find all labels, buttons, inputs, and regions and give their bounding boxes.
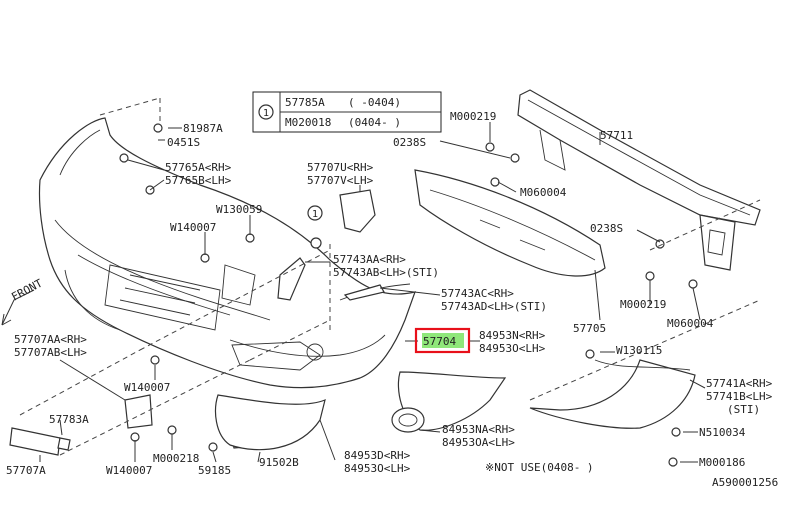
label-n510034[interactable]: N510034 [699, 426, 746, 439]
label-81987a[interactable]: 81987A [183, 122, 223, 135]
label-57705[interactable]: 57705 [573, 322, 606, 335]
label-sti: (STI) [727, 403, 760, 416]
label-57743ad[interactable]: 57743AD<LH>(STI) [441, 300, 547, 313]
part-labels: 81987A 0451S 57765A<RH> 57765B<LH> W1300… [6, 110, 778, 489]
label-57743ac[interactable]: 57743AC<RH> [441, 287, 514, 300]
circle-marker: 1 [312, 209, 318, 220]
label-84953oa[interactable]: 84953OA<LH> [442, 436, 515, 449]
callout-table: 1 57785A ( -0404) M020018 (0404- ) [252, 91, 442, 133]
label-57707a[interactable]: 57707A [6, 464, 46, 477]
label-m000186[interactable]: M000186 [699, 456, 745, 469]
label-57783a[interactable]: 57783A [49, 413, 89, 426]
label-w140007-bottom[interactable]: W140007 [106, 464, 152, 477]
label-84953o-lh[interactable]: 84953O<LH> [344, 462, 411, 475]
highlight-fill [422, 333, 464, 348]
label-w130059[interactable]: W130059 [216, 203, 262, 216]
callout-row1-range: ( -0404) [348, 96, 401, 109]
highlight-box[interactable] [414, 327, 471, 354]
label-57707ab[interactable]: 57707AB<LH> [14, 346, 87, 359]
label-front: FRONT [9, 276, 45, 303]
label-w140007-mid[interactable]: W140007 [124, 381, 170, 394]
label-57707u[interactable]: 57707U<RH> [307, 161, 374, 174]
label-57711[interactable]: 57711 [600, 129, 633, 142]
label-57704[interactable]: 57704 [423, 335, 456, 348]
callout-marker: 1 [263, 108, 269, 119]
label-84953o[interactable]: 84953O<LH> [479, 342, 546, 355]
label-w130115[interactable]: W130115 [616, 344, 662, 357]
label-m060004-right[interactable]: M060004 [667, 317, 714, 330]
label-m000218[interactable]: M000218 [153, 452, 199, 465]
label-91502b[interactable]: 91502B [259, 456, 299, 469]
label-57743aa[interactable]: 57743AA<RH> [333, 253, 406, 266]
label-57765b[interactable]: 57765B<LH> [165, 174, 232, 187]
label-57741b[interactable]: 57741B<LH> [706, 390, 773, 403]
label-m000219-right[interactable]: M000219 [620, 298, 666, 311]
label-57707v[interactable]: 57707V<LH> [307, 174, 374, 187]
leader-lines [19, 97, 761, 463]
circled-markers: 1 [307, 205, 323, 221]
label-code: A590001256 [712, 476, 778, 489]
energy-absorber [414, 169, 606, 277]
label-57765a[interactable]: 57765A<RH> [165, 161, 232, 174]
front-arrow [1, 289, 35, 326]
label-59185[interactable]: 59185 [198, 464, 231, 477]
label-note: ※NOT USE(0408- ) [485, 461, 594, 474]
label-w140007-top[interactable]: W140007 [170, 221, 216, 234]
label-57743ab[interactable]: 57743AB<LH>(STI) [333, 266, 439, 279]
label-m060004-top[interactable]: M060004 [520, 186, 567, 199]
bumper-cover [38, 117, 416, 389]
callout-row1-part: 57785A [285, 96, 325, 109]
fog-covers [215, 359, 696, 451]
label-57741a[interactable]: 57741A<RH> [706, 377, 773, 390]
label-84953d-rh[interactable]: 84953D<RH> [344, 449, 411, 462]
label-57707aa[interactable]: 57707AA<RH> [14, 333, 87, 346]
callout-row2-part: M020018 [285, 116, 331, 129]
label-0238s-right[interactable]: 0238S [590, 222, 623, 235]
label-m000219-top[interactable]: M000219 [450, 110, 496, 123]
label-0238s-top[interactable]: 0238S [393, 136, 426, 149]
label-0451s[interactable]: 0451S [167, 136, 200, 149]
label-84953na[interactable]: 84953NA<RH> [442, 423, 515, 436]
callout-row2-range: (0404- ) [348, 116, 401, 129]
label-84953n[interactable]: 84953N<RH> [479, 329, 546, 342]
bumper-beam [517, 89, 761, 271]
